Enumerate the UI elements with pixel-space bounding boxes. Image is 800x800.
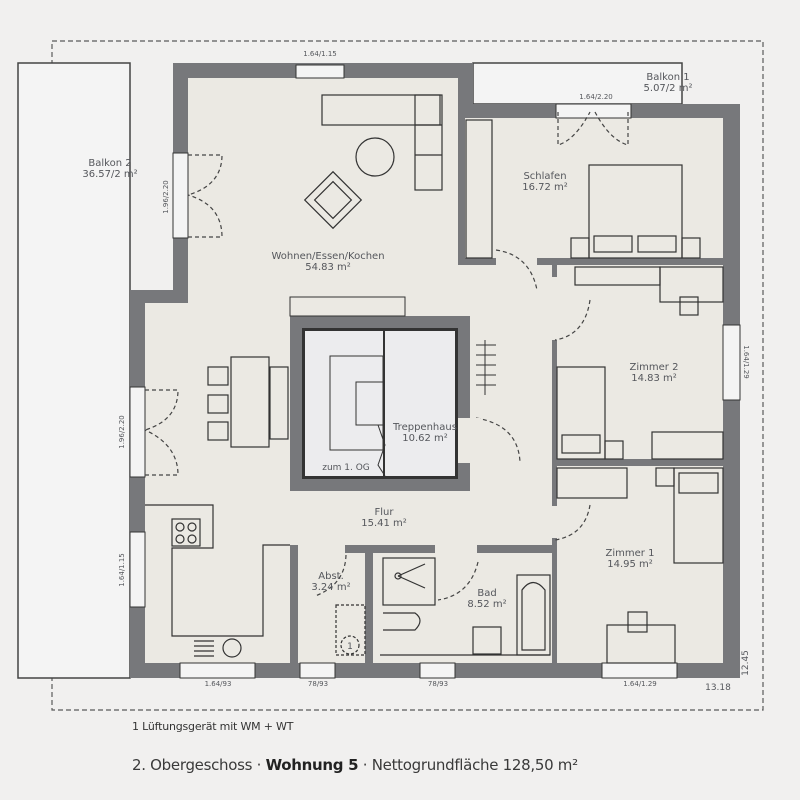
window-right-zimmer2 xyxy=(722,324,741,401)
window-bottom-bad xyxy=(419,662,456,679)
caption-sep-1: · xyxy=(252,756,266,774)
stairwell xyxy=(289,296,496,491)
label-bad-area: 8.52 m² xyxy=(467,599,506,610)
dim-bottom-bad: 78/93 xyxy=(428,680,448,688)
label-bad-name: Bad xyxy=(477,588,496,599)
window-bottom-kitchen xyxy=(179,662,256,679)
label-balkon2-area: 36.57/2 m² xyxy=(82,169,137,180)
caption-sep-2: · xyxy=(358,756,372,774)
label-zimmer1-name: Zimmer 1 xyxy=(606,548,655,559)
label-balkon1-name: Balkon 1 xyxy=(646,72,689,83)
dim-right-window: 1.64/1.29 xyxy=(742,345,750,379)
furniture xyxy=(145,94,724,664)
label-treppenhaus-name: Treppenhaus xyxy=(392,422,457,433)
label-flur-name: Flur xyxy=(375,507,395,518)
label-wohnen-area: 54.83 m² xyxy=(305,262,351,273)
dim-bottom-zimmer1: 1.64/1.29 xyxy=(623,680,657,688)
window-bottom-zimmer1 xyxy=(601,662,678,679)
label-treppenhaus-area: 10.62 m² xyxy=(402,433,448,444)
dim-left-window: 1.64/1.15 xyxy=(118,553,126,587)
dim-overall-depth: 12.45 xyxy=(741,650,751,676)
dim-bottom-abst: 78/93 xyxy=(308,680,328,688)
dim-balkon1-door: 1.64/2.20 xyxy=(579,93,613,101)
dim-overall-width: 13.18 xyxy=(705,683,731,693)
appliance-marker: 1 xyxy=(347,642,353,652)
dimension-labels: 1.64/1.15 1.64/2.20 1.96/2.20 1.96/2.20 … xyxy=(118,50,751,693)
label-schlafen-area: 16.72 m² xyxy=(522,182,568,193)
dim-bottom-kitchen: 1.64/93 xyxy=(205,680,232,688)
caption-floor: 2. Obergeschoss xyxy=(132,756,253,774)
label-zimmer1-area: 14.95 m² xyxy=(607,559,653,570)
dim-top-window: 1.64/1.15 xyxy=(303,50,337,58)
label-stair-direction: zum 1. OG xyxy=(322,463,370,473)
window-left-kitchen xyxy=(129,531,146,608)
balkon-1 xyxy=(472,62,683,105)
label-abst-name: Abst. xyxy=(318,571,344,582)
room-labels: Balkon 2 36.57/2 m² Balkon 1 5.07/2 m² W… xyxy=(82,72,692,610)
label-zimmer2-area: 14.83 m² xyxy=(631,373,677,384)
window-left-door-lower xyxy=(129,386,146,478)
label-zimmer2-name: Zimmer 2 xyxy=(630,362,679,373)
interior-walls xyxy=(290,104,723,668)
label-abst-area: 3.24 m² xyxy=(311,582,350,593)
dim-left-door-lower: 1.96/2.20 xyxy=(118,415,126,449)
balkon-2 xyxy=(17,62,131,679)
caption-unit: Wohnung 5 xyxy=(265,756,359,774)
windows xyxy=(129,64,741,679)
label-flur-area: 15.41 m² xyxy=(361,518,407,529)
label-balkon2-name: Balkon 2 xyxy=(88,158,131,169)
window-left-door-upper xyxy=(172,152,189,239)
window-bottom-abst xyxy=(299,662,336,679)
plan-caption: 2. Obergeschoss · Wohnung 5 · Nettogrund… xyxy=(132,756,578,774)
label-wohnen-name: Wohnen/Essen/Kochen xyxy=(271,251,384,262)
dim-left-door-upper: 1.96/2.20 xyxy=(162,180,170,214)
door-swings xyxy=(144,111,629,601)
window-top-living xyxy=(295,64,345,79)
label-balkon1-area: 5.07/2 m² xyxy=(644,83,693,94)
window-balkon1-door xyxy=(555,103,632,119)
caption-net-area: Nettogrundfläche 128,50 m² xyxy=(371,756,578,774)
footnote: 1 Lüftungsgerät mit WM + WT xyxy=(132,720,294,733)
label-schlafen-name: Schlafen xyxy=(523,171,566,182)
